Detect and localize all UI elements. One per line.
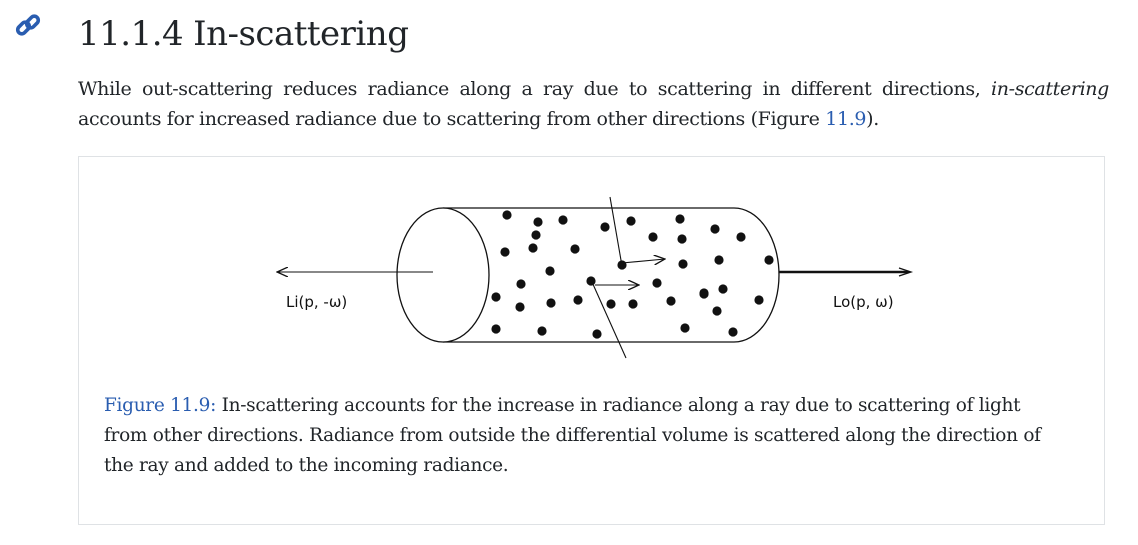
particle <box>680 323 690 333</box>
particle <box>600 222 610 232</box>
particle <box>736 232 746 242</box>
figure-caption: Figure 11.9: In-scattering accounts for … <box>104 391 1064 481</box>
particle <box>586 276 596 286</box>
intro-text-after: accounts for increased radiance due to s… <box>78 108 820 130</box>
particle <box>502 210 512 220</box>
incoming-scatter-line-1 <box>609 196 623 267</box>
particle <box>500 247 510 257</box>
particle <box>754 295 764 305</box>
particle <box>537 326 547 336</box>
incoming-scatter-line-2 <box>591 281 627 359</box>
particle <box>710 224 720 234</box>
particle <box>652 278 662 288</box>
figure-caption-label[interactable]: Figure 11.9: <box>104 395 217 416</box>
particle <box>516 279 526 289</box>
particle <box>491 324 501 334</box>
particle <box>573 295 583 305</box>
intro-paragraph: While out-scattering reduces radiance al… <box>78 74 1109 134</box>
particle <box>648 232 658 242</box>
particle <box>528 243 538 253</box>
scattered-arrow-1 <box>621 259 665 263</box>
link-icon <box>15 14 41 36</box>
particle <box>675 214 685 224</box>
intro-emphasis: in-scattering <box>991 78 1109 100</box>
particle <box>558 215 568 225</box>
particle-group <box>491 210 774 339</box>
particle <box>626 216 636 226</box>
particle <box>570 244 580 254</box>
particle <box>677 234 687 244</box>
intro-text-end: ). <box>866 108 879 130</box>
particle <box>533 217 543 227</box>
particle <box>491 292 501 302</box>
cylinder-volume <box>396 207 780 343</box>
particle <box>546 298 556 308</box>
in-scattering-diagram: Li(p, -ω) Lo(p, ω) <box>79 196 914 359</box>
particle <box>617 260 627 270</box>
section-anchor-link[interactable] <box>14 13 44 39</box>
figure-container: Li(p, -ω) Lo(p, ω) Figure 11.9: In-scatt… <box>78 156 1105 525</box>
particle <box>699 289 709 299</box>
particle <box>592 329 602 339</box>
incoming-radiance-label: Li(p, -ω) <box>286 293 347 311</box>
section-title-text: In-scattering <box>193 14 409 54</box>
section-number: 11.1.4 <box>78 14 184 54</box>
intro-text-before: While out-scattering reduces radiance al… <box>78 78 981 100</box>
particle <box>545 266 555 276</box>
particle <box>714 255 724 265</box>
particle <box>531 230 541 240</box>
particle <box>606 299 616 309</box>
particle <box>764 255 774 265</box>
particle <box>666 296 676 306</box>
particle <box>515 302 525 312</box>
particle <box>678 259 688 269</box>
particle <box>718 284 728 294</box>
particle <box>628 299 638 309</box>
particle <box>712 306 722 316</box>
figure-reference-link[interactable]: 11.9 <box>825 108 867 130</box>
outgoing-ray-arrowhead <box>898 267 914 277</box>
figure-caption-text: In-scattering accounts for the increase … <box>104 395 1041 476</box>
particle <box>728 327 738 337</box>
outgoing-radiance-label: Lo(p, ω) <box>833 293 894 311</box>
